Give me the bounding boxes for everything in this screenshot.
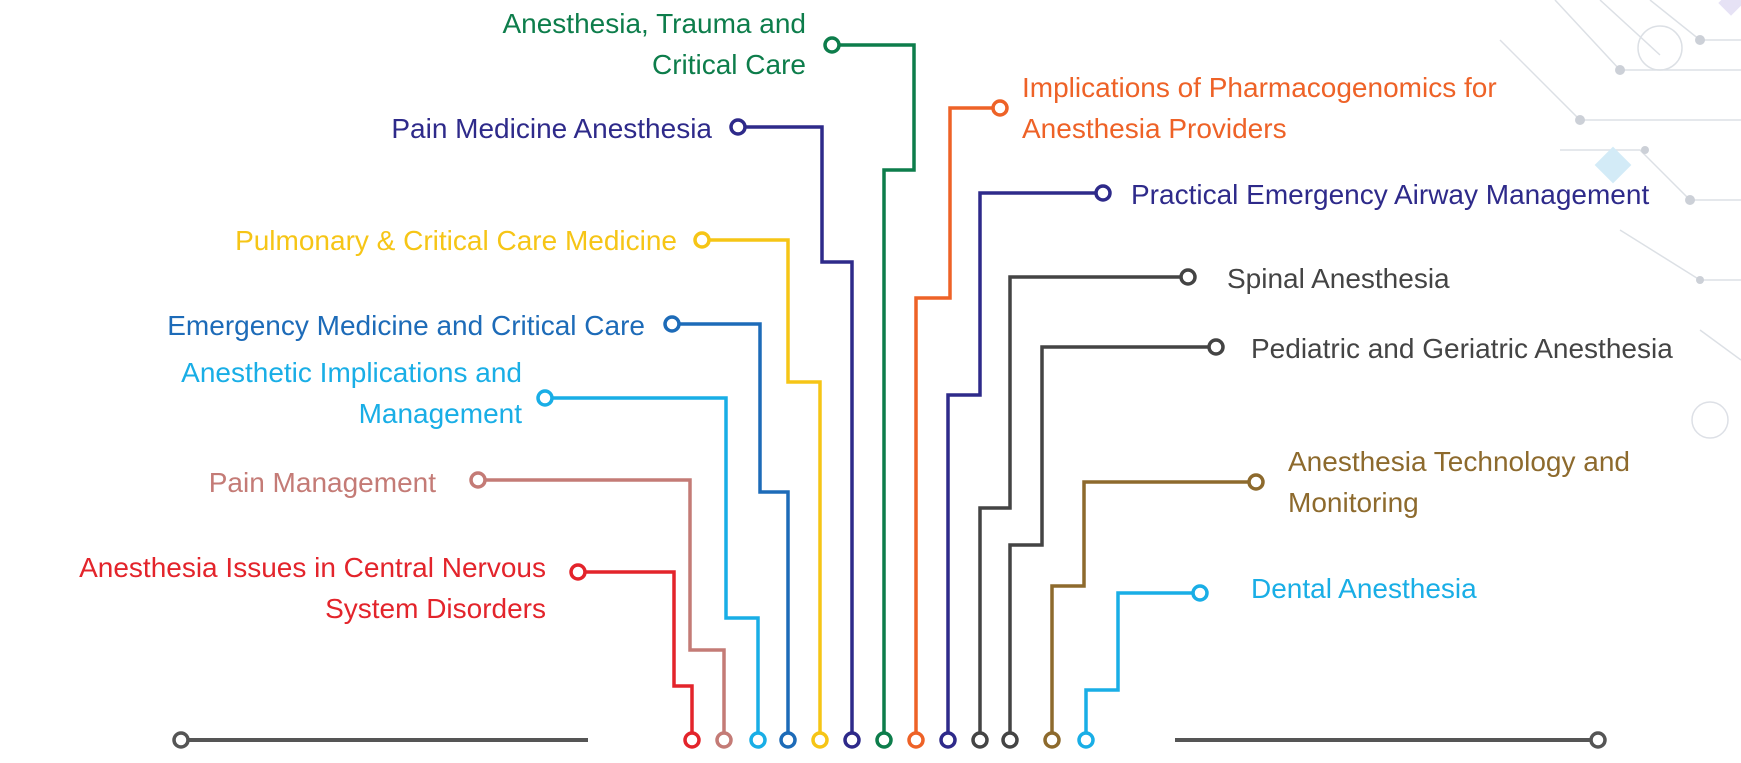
topic-label-line: Anesthesia, Trauma and [502,8,806,39]
bottom-node-pain-mgmt [715,731,733,749]
topic-label-line: Pediatric and Geriatric Anesthesia [1251,333,1673,364]
topic-label-pain-medicine: Pain Medicine Anesthesia [391,108,712,149]
connector-implications [545,396,760,740]
bottom-node-spinal [971,731,989,749]
bottom-node-pediatric [1001,731,1019,749]
connector-pain-medicine [738,125,854,740]
topic-label-line: Pulmonary & Critical Care Medicine [235,225,677,256]
topic-label-line: Pain Management [208,467,436,498]
bottom-node-implications [749,731,767,749]
label-node-emergency [663,315,681,333]
connector-spinal [978,275,1188,740]
topic-label-line: Anesthesia Issues in Central Nervous [79,552,546,583]
label-node-spinal [1179,268,1197,286]
label-node-pain-mgmt [469,471,487,489]
label-node-trauma [823,36,841,54]
bottom-node-airway [939,731,957,749]
topic-label-line: System Disorders [325,593,546,624]
topic-label-pediatric: Pediatric and Geriatric Anesthesia [1251,328,1673,369]
topic-label-line: Anesthesia Providers [1022,113,1287,144]
topic-label-pulmonary: Pulmonary & Critical Care Medicine [235,220,677,261]
bottom-node-pharmacogenomics [907,731,925,749]
connector-pediatric [1008,345,1216,740]
label-node-pulmonary [693,231,711,249]
topic-label-line: Implications of Pharmacogenomics for [1022,72,1497,103]
topic-label-line: Emergency Medicine and Critical Care [167,310,645,341]
label-node-pharmacogenomics [991,99,1009,117]
connector-emergency [672,322,790,740]
bottom-node-pulmonary [811,731,829,749]
label-node-pain-medicine [729,118,747,136]
label-node-implications [536,389,554,407]
connector-technology [1050,480,1256,740]
bottom-node-emergency [779,731,797,749]
topic-label-line: Critical Care [651,49,806,80]
bottom-node-cns [683,731,701,749]
topic-label-line: Management [358,398,522,429]
connector-dental [1084,591,1200,740]
label-node-airway [1094,184,1112,202]
label-node-technology [1247,473,1265,491]
bottom-node-pain-medicine [843,731,861,749]
baseline-left-node [172,731,190,749]
label-node-cns [569,563,587,581]
topic-label-dental: Dental Anesthesia [1251,568,1477,609]
connector-cns [578,570,694,740]
connector-trauma [832,43,916,740]
label-node-pediatric [1207,338,1225,356]
topic-label-line: Practical Emergency Airway Management [1131,179,1650,210]
topic-label-pain-mgmt: Pain Management [209,462,436,503]
label-node-dental [1191,584,1209,602]
topic-label-line: Dental Anesthesia [1251,573,1477,604]
topic-label-emergency: Emergency Medicine and Critical Care [167,305,645,346]
topic-label-line: Spinal Anesthesia [1227,263,1450,294]
topic-label-line: Pain Medicine Anesthesia [391,113,712,144]
bottom-node-technology [1043,731,1061,749]
bottom-node-trauma [875,731,893,749]
topic-label-spinal: Spinal Anesthesia [1227,258,1450,299]
connector-pain-mgmt [478,478,726,740]
topic-label-line: Anesthesia Technology and [1288,446,1630,477]
connector-pulmonary [702,238,822,740]
bottom-node-dental [1077,731,1095,749]
baseline-right-node [1589,731,1607,749]
topic-label-line: Monitoring [1288,487,1419,518]
topic-label-line: Anesthetic Implications and [181,357,522,388]
connector-airway [946,191,1103,740]
topic-label-airway: Practical Emergency Airway Management [1131,174,1649,215]
connector-pharmacogenomics [914,106,1000,740]
